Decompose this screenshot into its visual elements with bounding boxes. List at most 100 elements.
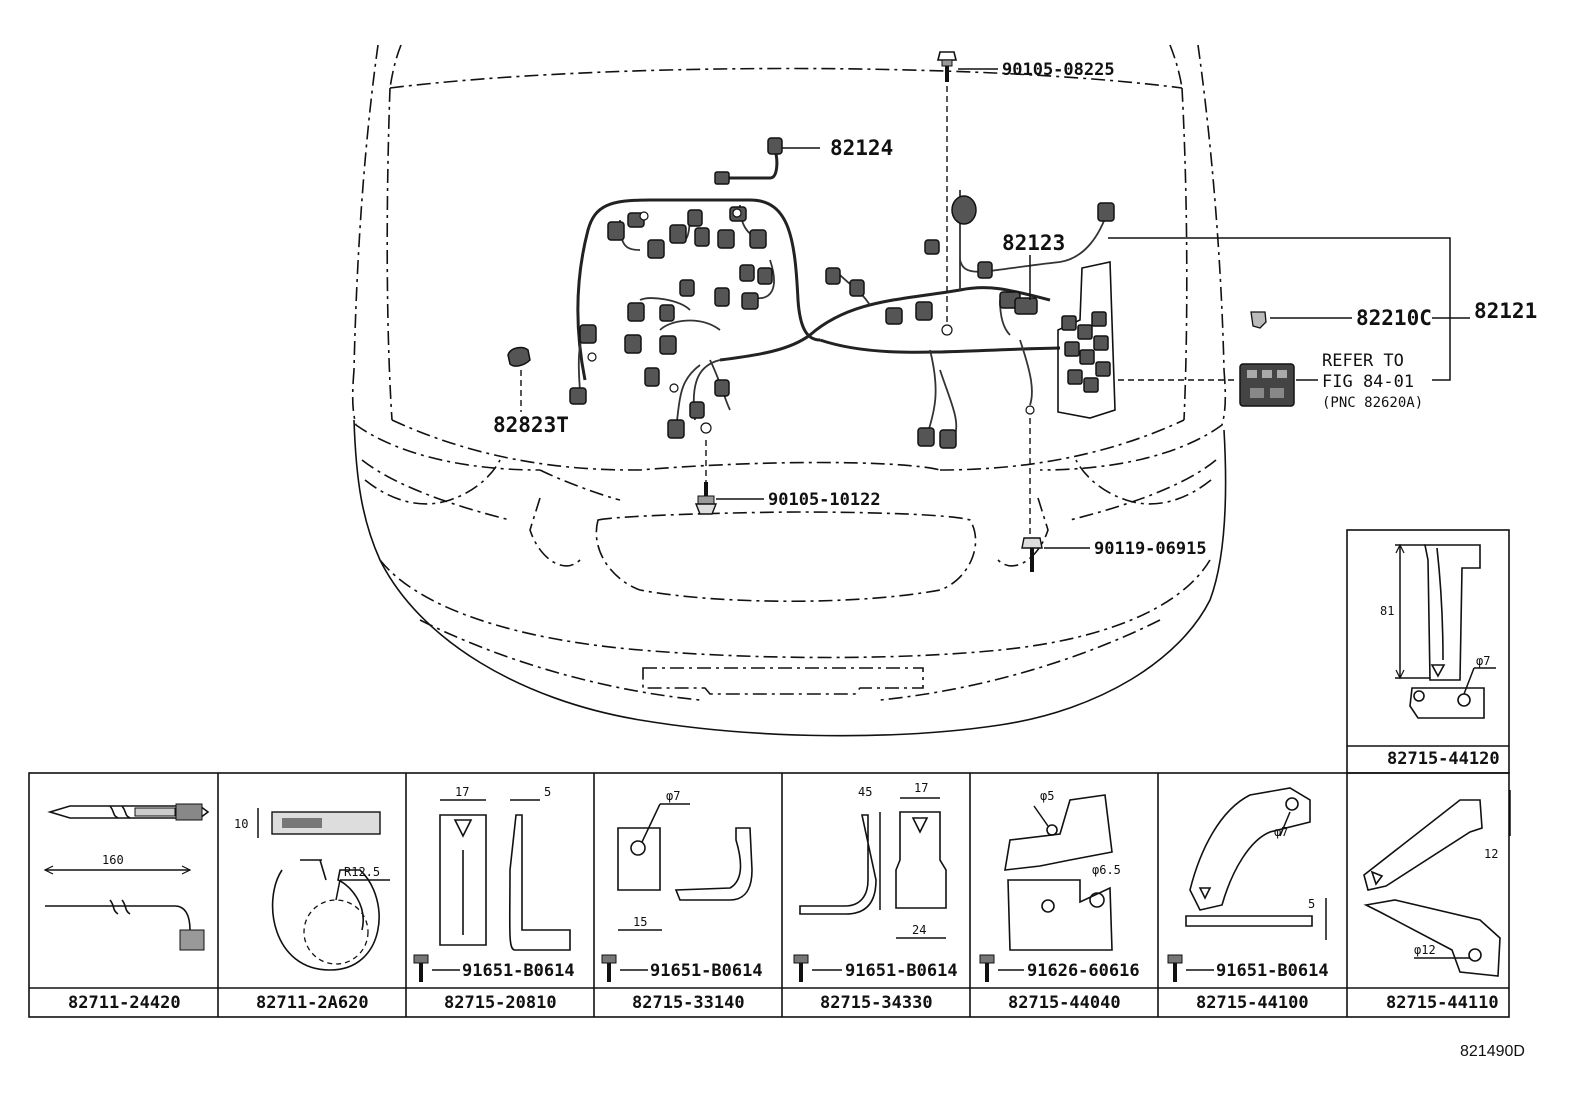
connector xyxy=(939,429,957,449)
bolt-90119-06915 xyxy=(1021,418,1090,572)
connector xyxy=(607,221,625,241)
reference-line1: REFER TO xyxy=(1322,351,1404,371)
part-82823t-cover xyxy=(507,346,531,412)
bolt-90105-10122 xyxy=(694,440,764,515)
dim-phi12: φ12 xyxy=(1414,943,1436,957)
part-label-col4: 82715-33140 xyxy=(632,993,745,1013)
bracket-table xyxy=(28,772,1510,1018)
connector xyxy=(749,229,767,249)
connector xyxy=(624,334,642,354)
label-82124: 82124 xyxy=(830,136,893,160)
bolt-90105-08225 xyxy=(936,51,998,325)
label-82123: 82123 xyxy=(1002,231,1065,255)
connector xyxy=(659,335,677,355)
part-label-col1: 82711-24420 xyxy=(68,993,181,1013)
cell-82715-44040: φ5 φ6.5 xyxy=(1004,789,1121,951)
cell-82711-24420: 160 xyxy=(43,803,210,951)
dim-10: 10 xyxy=(234,817,248,831)
harness-connectors xyxy=(569,195,1115,449)
connector xyxy=(569,387,587,405)
cell-82715-33140: φ7 15 xyxy=(617,789,753,931)
bolt-label-col7: 91651-B0614 xyxy=(1216,961,1329,981)
grommet xyxy=(951,195,977,225)
label-bolt-right: 90119-06915 xyxy=(1094,539,1207,559)
connector xyxy=(849,279,865,297)
connector xyxy=(627,302,645,322)
dim-r12-5: R12.5 xyxy=(344,865,380,879)
dim-phi6-5: φ6.5 xyxy=(1092,863,1121,877)
dim-phi7b: φ7 xyxy=(1274,825,1288,839)
bolt-label-col6: 91626-60616 xyxy=(1027,961,1140,981)
dim-24: 24 xyxy=(912,923,926,937)
bolt-label-col5: 91651-B0614 xyxy=(845,961,958,981)
label-82121: 82121 xyxy=(1474,299,1537,323)
bolt-label-col3: 91651-B0614 xyxy=(462,961,575,981)
connector xyxy=(1014,297,1038,315)
cell-82715-34330: 45 17 24 xyxy=(799,781,947,939)
cell-82711-2A620: 10 R12.5 xyxy=(234,808,390,971)
part-label-col3: 82715-20810 xyxy=(444,993,557,1013)
dim-17a: 17 xyxy=(455,785,469,799)
connector xyxy=(694,227,710,247)
connector xyxy=(687,209,703,227)
connector xyxy=(885,307,903,325)
label-bolt-top: 90105-08225 xyxy=(1002,60,1115,80)
bracket-box-82715-44120: 81 φ7 82715-44120 xyxy=(1346,529,1510,774)
part-label-col2: 82711-2A620 xyxy=(256,993,369,1013)
bolt-icon xyxy=(979,954,1024,982)
connector xyxy=(579,324,597,344)
bolt-icon xyxy=(793,954,842,982)
relay-82210c xyxy=(1250,311,1352,329)
label-82210c: 82210C xyxy=(1356,306,1432,330)
label-bolt-center: 90105-10122 xyxy=(768,490,881,510)
connector xyxy=(714,287,730,307)
reference-line2: FIG 84-01 xyxy=(1322,372,1414,392)
relay-block-82620a xyxy=(1118,363,1318,407)
connector xyxy=(739,264,755,282)
bolt-icon xyxy=(413,954,460,982)
cell-82715-44100: φ7 5 xyxy=(1185,787,1327,940)
connector xyxy=(644,367,660,387)
connector xyxy=(679,279,695,297)
cell-82715-20810: 17 5 xyxy=(439,785,571,951)
dim-5a: 5 xyxy=(544,785,551,799)
relay-block-bracket xyxy=(1057,261,1116,419)
dim-5b: 5 xyxy=(1308,897,1315,911)
part-82715-44120: 82715-44120 xyxy=(1387,749,1500,769)
part-label-col6: 82715-44040 xyxy=(1008,993,1121,1013)
cell-82715-44110: 12 φ12 xyxy=(1363,790,1511,977)
bolt-icon xyxy=(601,954,648,982)
dim-17b: 17 xyxy=(914,781,928,795)
connector xyxy=(917,427,935,447)
connector xyxy=(689,401,705,419)
dim-15: 15 xyxy=(633,915,647,929)
connector xyxy=(717,229,735,249)
part-label-col8: 82715-44110 xyxy=(1386,993,1499,1013)
dim-phi7a: φ7 xyxy=(666,789,680,803)
label-82823t: 82823T xyxy=(493,413,569,437)
dim-12: 12 xyxy=(1484,847,1498,861)
connector xyxy=(714,379,730,397)
part-label-col5: 82715-34330 xyxy=(820,993,933,1013)
dim-phi5: φ5 xyxy=(1040,789,1054,803)
bolt-icon xyxy=(1167,954,1214,982)
leader-82121 xyxy=(1108,237,1470,381)
car-body-outline xyxy=(351,44,1227,737)
dim-160: 160 xyxy=(102,853,124,867)
connector xyxy=(1097,202,1115,222)
bolt-labels xyxy=(413,954,1214,982)
bolt-label-col4: 91651-B0614 xyxy=(650,961,763,981)
connector xyxy=(977,261,993,279)
dim-81: 81 xyxy=(1380,604,1394,618)
connector xyxy=(647,239,665,259)
connector xyxy=(924,239,940,255)
reference-line3: (PNC 82620A) xyxy=(1322,395,1423,411)
connector xyxy=(667,419,685,439)
dim-45: 45 xyxy=(858,785,872,799)
illustration-id: 821490D xyxy=(1460,1043,1525,1060)
connector xyxy=(757,267,773,285)
connector xyxy=(669,224,687,244)
dim-phi7c: φ7 xyxy=(1476,654,1490,668)
connector xyxy=(741,292,759,310)
